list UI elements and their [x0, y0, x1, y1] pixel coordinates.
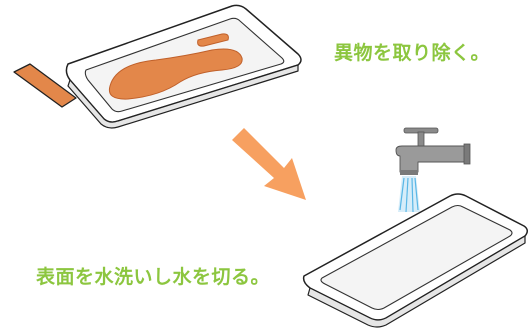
diagonal-arrow-icon — [232, 128, 306, 200]
debris-strip-icon — [13, 63, 77, 108]
faucet-icon — [395, 127, 471, 175]
step-1-caption: 異物を取り除く。 — [334, 42, 491, 64]
water-stream-icon — [398, 176, 420, 213]
clean-tray-icon — [302, 193, 528, 328]
step-2-caption: 表面を水洗いし水を切る。 — [36, 266, 271, 288]
tray-with-debris-icon — [65, 4, 302, 129]
